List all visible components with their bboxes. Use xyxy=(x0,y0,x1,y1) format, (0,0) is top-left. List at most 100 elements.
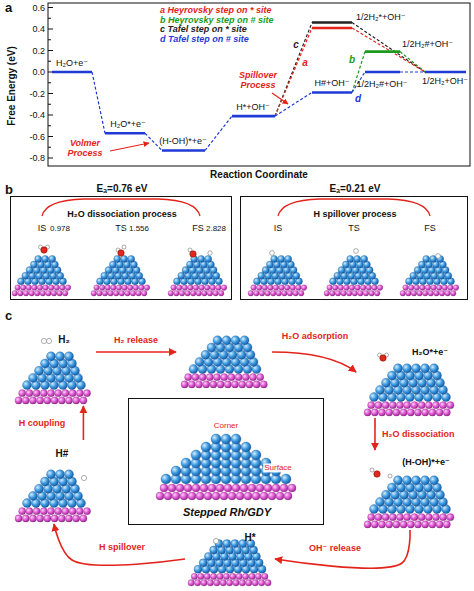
substrate-atom xyxy=(51,397,58,404)
substrate-atom xyxy=(99,285,105,291)
axis-tick xyxy=(48,39,51,40)
site-label: Surface xyxy=(263,463,293,472)
substrate-atom xyxy=(368,514,375,521)
rh-atom xyxy=(278,255,285,262)
substrate-atom xyxy=(218,290,224,296)
substrate-atom xyxy=(346,290,352,296)
oxygen-atom xyxy=(374,471,380,477)
substrate-atom xyxy=(37,285,43,291)
substrate-atom xyxy=(239,381,246,388)
state-label: H* xyxy=(244,532,255,544)
state-label: 1/2H₂+OH⁻ xyxy=(422,76,468,86)
substrate-atom xyxy=(207,290,213,296)
rh-atom xyxy=(354,255,361,262)
rh-atom xyxy=(251,450,261,460)
substrate-atom xyxy=(228,374,235,381)
substrate-atom xyxy=(411,402,418,409)
dashed-path xyxy=(275,92,312,116)
substrate-atom xyxy=(210,381,217,388)
rh-atom xyxy=(47,352,56,361)
substrate-atom xyxy=(29,397,36,404)
substrate-atom xyxy=(83,508,90,515)
rh-atom xyxy=(30,261,37,268)
substrate-atom xyxy=(83,390,90,397)
substrate-atom xyxy=(208,484,216,492)
rh-atom xyxy=(29,373,38,382)
substrate-atom xyxy=(258,580,264,586)
metal-cluster xyxy=(400,255,459,296)
substrate-atom xyxy=(185,374,192,381)
substrate-atom xyxy=(55,508,62,515)
dashed-path xyxy=(205,116,232,150)
substrate-atom xyxy=(248,290,254,296)
substrate-atom xyxy=(407,521,414,528)
substrate-atom xyxy=(12,290,18,296)
metal-cluster xyxy=(15,352,91,404)
rh-atom xyxy=(105,267,112,274)
substrate-atom xyxy=(185,290,191,296)
substrate-atom xyxy=(268,492,276,500)
substrate-atom xyxy=(51,290,57,296)
substrate-atom xyxy=(332,285,338,291)
substrate-atom xyxy=(268,285,274,291)
substrate-atom xyxy=(429,521,436,528)
axis-tick xyxy=(48,50,53,51)
substrate-atom xyxy=(233,580,239,586)
hydrogen-atom xyxy=(213,538,218,543)
tick-label: -0.2 xyxy=(29,88,45,98)
axis-tick xyxy=(48,115,53,116)
rh-atom xyxy=(418,261,425,268)
rh-atom xyxy=(65,352,74,361)
axis-tick xyxy=(48,136,53,137)
axis-title: Free Energy (eV) xyxy=(6,46,18,125)
metal-cluster xyxy=(188,540,271,586)
substrate-atom xyxy=(111,285,117,291)
rh-atom xyxy=(18,278,25,285)
step-label: H₂O adsorption xyxy=(282,331,349,341)
panel-letter: a xyxy=(5,1,12,16)
substrate-atom xyxy=(368,402,375,409)
substrate-atom xyxy=(213,374,220,381)
substrate-atom xyxy=(265,290,271,296)
substrate-atom xyxy=(445,290,451,296)
step-label: H₂ release xyxy=(114,335,158,345)
state-tag: FS xyxy=(424,223,436,233)
rh-atom xyxy=(194,565,202,573)
catalyst-state: H₂ xyxy=(12,322,96,406)
substrate-atom xyxy=(76,390,83,397)
substrate-atom xyxy=(236,573,242,579)
substrate-atom xyxy=(282,290,288,296)
substrate-atom xyxy=(280,484,288,492)
rh-atom xyxy=(370,505,379,514)
rh-atom xyxy=(347,255,354,262)
substrate-atom xyxy=(231,381,238,388)
substrate-atom xyxy=(436,285,442,291)
substrate-atom xyxy=(46,290,52,296)
substrate-atom xyxy=(255,573,261,579)
state-tag: FS xyxy=(192,223,204,233)
rh-atom xyxy=(56,352,65,361)
metal-cluster xyxy=(248,255,307,296)
substrate-atom xyxy=(220,492,228,500)
state-label: 1/2H₂#+OH⁻ xyxy=(402,39,453,49)
substrate-atom xyxy=(425,285,431,291)
substrate-atom xyxy=(220,580,226,586)
substrate-atom xyxy=(251,285,257,291)
rh-atom xyxy=(231,336,240,345)
substrate-atom xyxy=(327,285,333,291)
rh-atom xyxy=(222,336,231,345)
step-label: H spillover xyxy=(98,542,146,552)
substrate-atom xyxy=(249,374,256,381)
substrate-atom xyxy=(235,374,242,381)
metal-cluster xyxy=(168,255,227,296)
hydrogen-atom xyxy=(370,468,374,472)
curve-letter: c xyxy=(293,39,299,51)
substrate-atom xyxy=(224,484,232,492)
energy-level xyxy=(312,91,352,94)
substrate-atom xyxy=(207,580,213,586)
metal-cluster xyxy=(364,364,454,416)
substrate-atom xyxy=(374,290,380,296)
substrate-atom xyxy=(432,402,439,409)
substrate-atom xyxy=(23,290,29,296)
substrate-atom xyxy=(37,397,44,404)
